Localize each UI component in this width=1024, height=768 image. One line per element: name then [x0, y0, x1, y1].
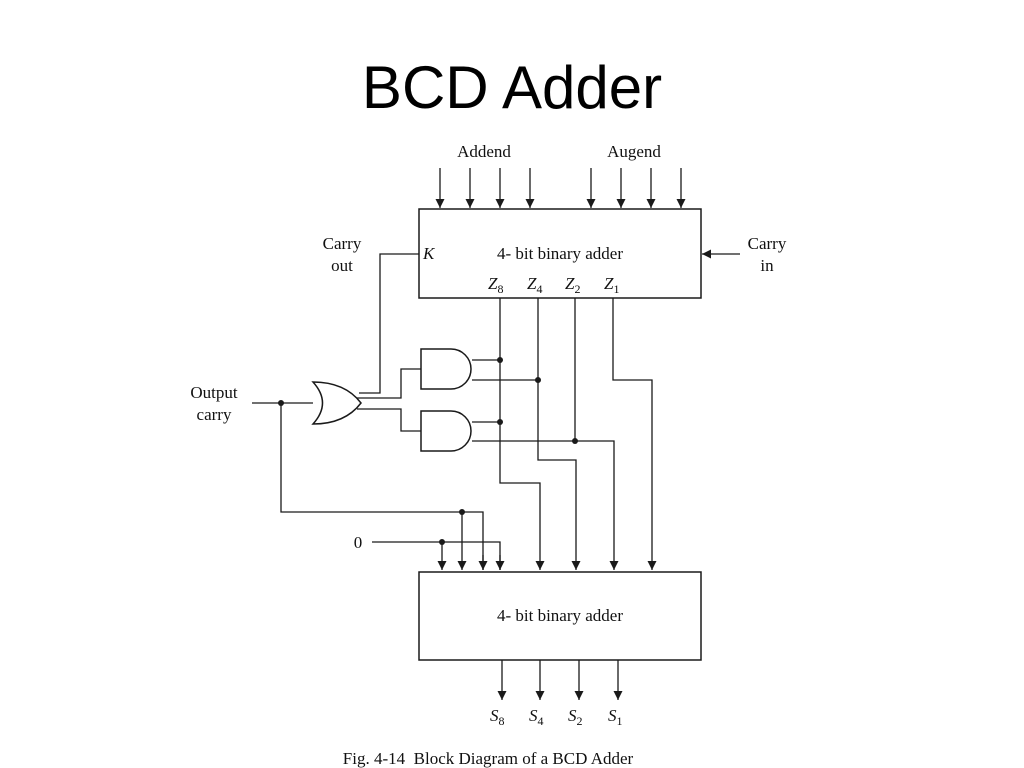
- feedback-junction: [459, 509, 465, 515]
- z4-junction: [535, 377, 541, 383]
- output-carry-label-line2: carry: [197, 405, 232, 424]
- and-top-to-or-wire: [357, 368, 421, 399]
- augend-input-arrows: [586, 168, 686, 208]
- or-gate: [311, 381, 362, 425]
- z8-junction-bottom: [497, 419, 503, 425]
- addend-input-arrows: [435, 168, 535, 208]
- carry-out-label-line2: out: [331, 256, 353, 275]
- and-bottom-to-or-wire: [357, 408, 421, 432]
- z1-wire: [612, 298, 657, 570]
- carry-out-port-k: K: [422, 244, 436, 263]
- sum-output-arrows: [497, 660, 623, 700]
- slide-title: BCD Adder: [361, 54, 663, 121]
- lower-adder-label: 4- bit binary adder: [497, 606, 623, 625]
- and-gate-top: [420, 348, 472, 390]
- addend-label: Addend: [457, 142, 511, 161]
- and-gate-bottom: [420, 410, 472, 452]
- augend-label: Augend: [607, 142, 661, 161]
- zero-junction: [439, 539, 445, 545]
- z2-wire: [574, 298, 619, 570]
- z4-label: Z4: [527, 274, 542, 296]
- z1-label: Z1: [604, 274, 619, 296]
- carry-out-wire: [359, 253, 419, 394]
- lower-adder-box: [418, 571, 702, 661]
- z4-wire: [537, 298, 581, 570]
- zero-input-wire: [372, 541, 501, 570]
- zero-input-label: 0: [354, 533, 363, 552]
- s2-label: S2: [568, 706, 583, 728]
- upper-adder-label: 4- bit binary adder: [497, 244, 623, 263]
- carry-in-label-line1: Carry: [748, 234, 787, 253]
- figure-caption: Fig. 4-14 Block Diagram of a BCD Adder: [343, 749, 634, 768]
- z2-label: Z2: [565, 274, 580, 296]
- z8-wire: [499, 298, 545, 570]
- carry-in-label-line2: in: [760, 256, 774, 275]
- s8-label: S8: [490, 706, 505, 728]
- carry-out-label-line1: Carry: [323, 234, 362, 253]
- s4-label: S4: [529, 706, 544, 728]
- z8-label: Z8: [488, 274, 503, 296]
- z2-junction: [572, 438, 578, 444]
- output-carry-label-line1: Output: [190, 383, 238, 402]
- output-carry-feedback-wire: [280, 403, 484, 570]
- upper-adder-box: [418, 208, 702, 299]
- z8-junction-top: [497, 357, 503, 363]
- s1-label: S1: [608, 706, 623, 728]
